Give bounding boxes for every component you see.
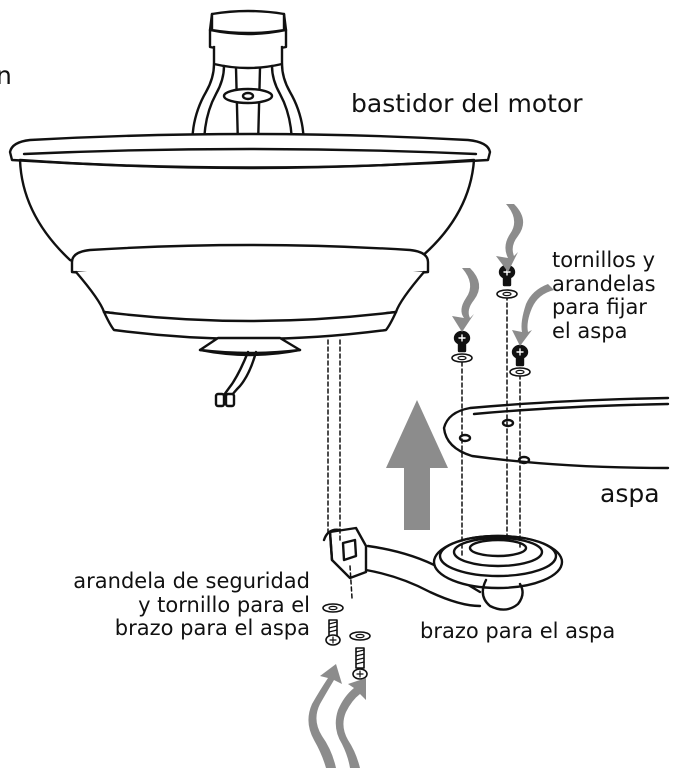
blade-label: aspa xyxy=(600,479,660,508)
arm-screws xyxy=(322,603,371,680)
lock-washer-left xyxy=(322,603,344,646)
curved-arrow-bottom-left xyxy=(308,664,342,768)
corner-label-fragment: n xyxy=(0,61,12,90)
blade xyxy=(442,396,670,470)
motor-frame-rods xyxy=(190,62,306,148)
screw-center xyxy=(496,264,518,299)
motor-housing-label: bastidor del motor xyxy=(351,89,583,118)
curved-arrow-bottom-right xyxy=(335,678,366,768)
curved-arrow-right xyxy=(512,284,554,346)
motor-hub xyxy=(198,336,302,408)
motor-top-collar xyxy=(208,9,288,70)
screw-right xyxy=(509,344,531,377)
screw-left xyxy=(451,330,473,363)
blade-arm xyxy=(322,526,564,611)
lock-washer-label: arandela de seguridad y tornillo para el… xyxy=(73,569,310,641)
curved-arrow-center xyxy=(496,204,524,272)
blade-screws xyxy=(451,264,531,377)
lower-housing-ring xyxy=(70,243,430,341)
curved-arrow-left xyxy=(452,268,480,332)
up-arrow xyxy=(386,400,448,530)
screws-washers-label: tornillos y arandelas para fijar el aspa xyxy=(552,248,656,343)
blade-arm-label: brazo para el aspa xyxy=(420,619,616,643)
alignment-lines xyxy=(327,295,521,599)
lock-washer-right xyxy=(349,631,371,680)
